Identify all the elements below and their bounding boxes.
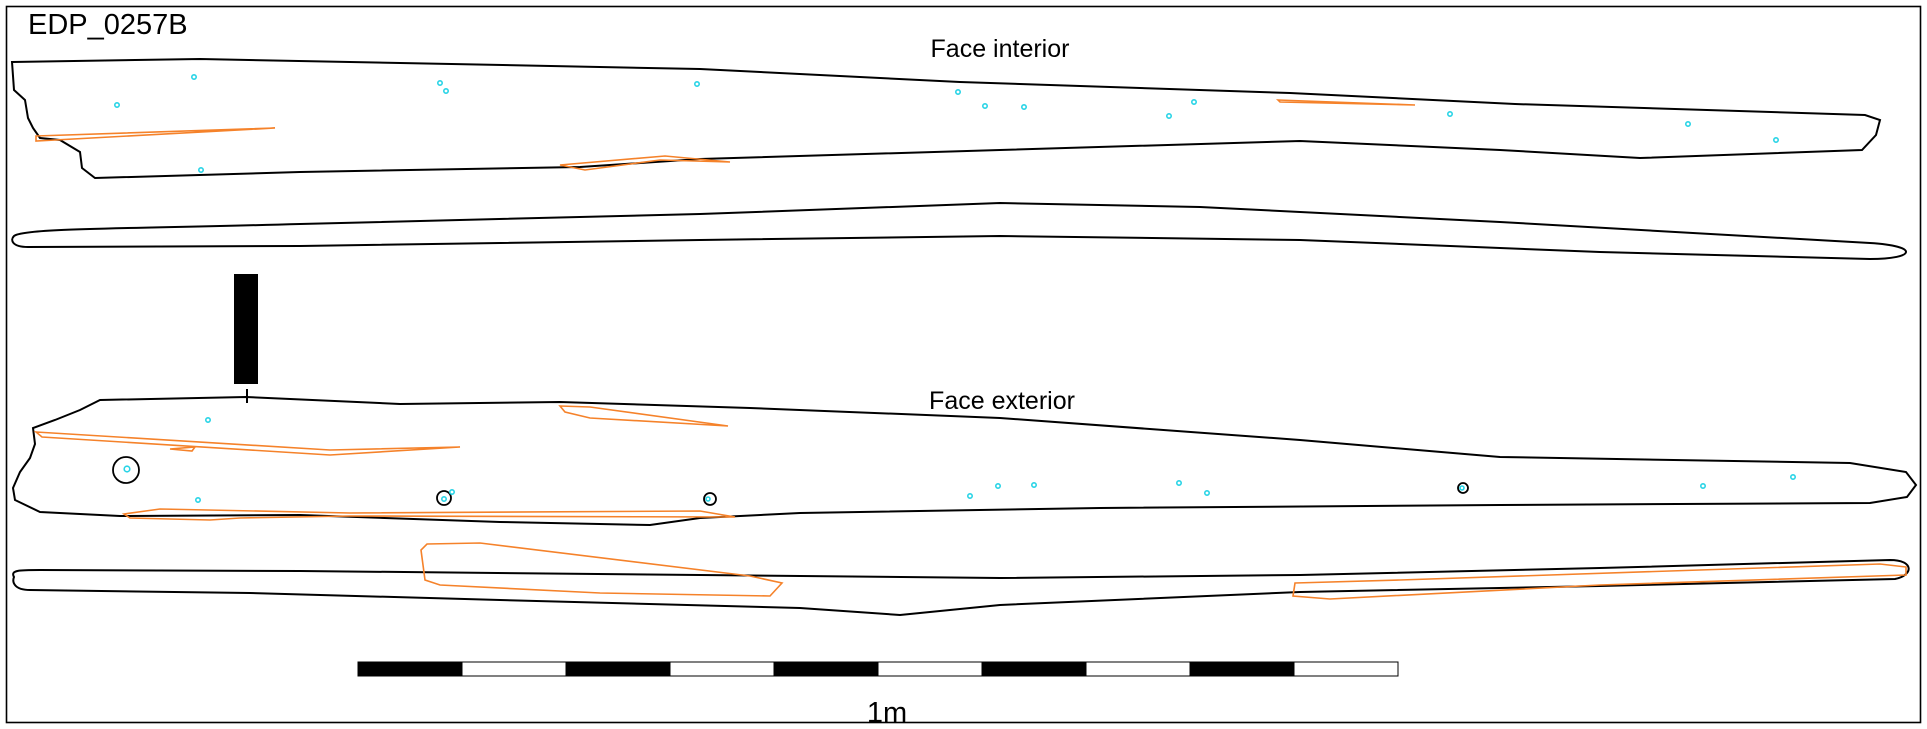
black-marker [234,274,258,384]
knot-ring [1457,482,1469,494]
cyan-point [1685,121,1692,128]
exterior-cyan-points [123,416,1797,503]
scale-seg [669,661,775,677]
cyan-point [1166,113,1173,120]
cyan-point [1700,482,1707,489]
cyan-point [1191,99,1198,106]
cyan-point [442,88,449,95]
cyan-point [436,80,443,87]
frame-border [5,5,1922,724]
cyan-point [1204,489,1211,496]
scale-bar [357,661,1399,677]
exterior-orange-streak-2 [169,446,197,452]
interior-orange-features [35,99,1416,171]
cyan-point [1773,137,1780,144]
exterior-section-outline [12,558,1910,617]
cyan-point [440,495,447,502]
cyan-point [114,102,121,109]
interior-orange-streak-1 [35,127,276,142]
exterior-face-outline [11,395,1918,527]
cyan-point [1790,473,1797,480]
scale-seg [981,661,1087,677]
exterior-orange-streak-4 [121,508,736,521]
exterior-orange-streak-1 [33,431,461,456]
cyan-point [981,103,988,110]
cyan-point [1447,111,1454,118]
scale-seg [461,661,567,677]
interior-section-outline [11,201,1907,261]
cyan-point [1176,479,1183,486]
interior-cyan-points [114,74,1780,174]
exterior-orange-streak-3 [558,405,729,427]
cyan-point [705,496,711,502]
exterior-orange-section-feature-2 [1292,563,1907,600]
cyan-point [198,167,205,174]
cyan-point [966,492,973,499]
cyan-point [1020,104,1027,111]
scale-seg [565,661,671,677]
interior-orange-streak-2 [559,155,731,171]
cyan-point [1459,485,1465,491]
drawing-title: EDP_0257B [28,9,188,41]
cyan-point [693,81,700,88]
scale-seg [357,661,463,677]
exterior-knots [112,456,1469,506]
exterior-orange-section-feature-1 [420,542,784,597]
cyan-point [994,482,1001,489]
exterior-orange-features [33,405,1907,600]
label-face-exterior: Face exterior [929,387,1075,415]
cyan-point [195,496,202,503]
cyan-point [448,488,455,495]
interior-face-outline [10,57,1882,180]
cyan-point [205,416,212,423]
scale-bar-label: 1m [867,697,907,729]
cyan-point [954,89,961,96]
label-face-interior: Face interior [931,35,1070,63]
cyan-point [123,465,131,473]
scale-seg [1085,661,1191,677]
scale-seg [1293,661,1399,677]
knot-ring [436,490,452,506]
scale-seg [773,661,879,677]
cyan-point [1031,481,1038,488]
knot-ring [703,492,717,506]
interior-orange-streak-3 [1275,99,1416,106]
cyan-point [191,74,198,81]
knot-ring [112,456,140,484]
scale-seg [877,661,983,677]
scale-seg [1189,661,1295,677]
